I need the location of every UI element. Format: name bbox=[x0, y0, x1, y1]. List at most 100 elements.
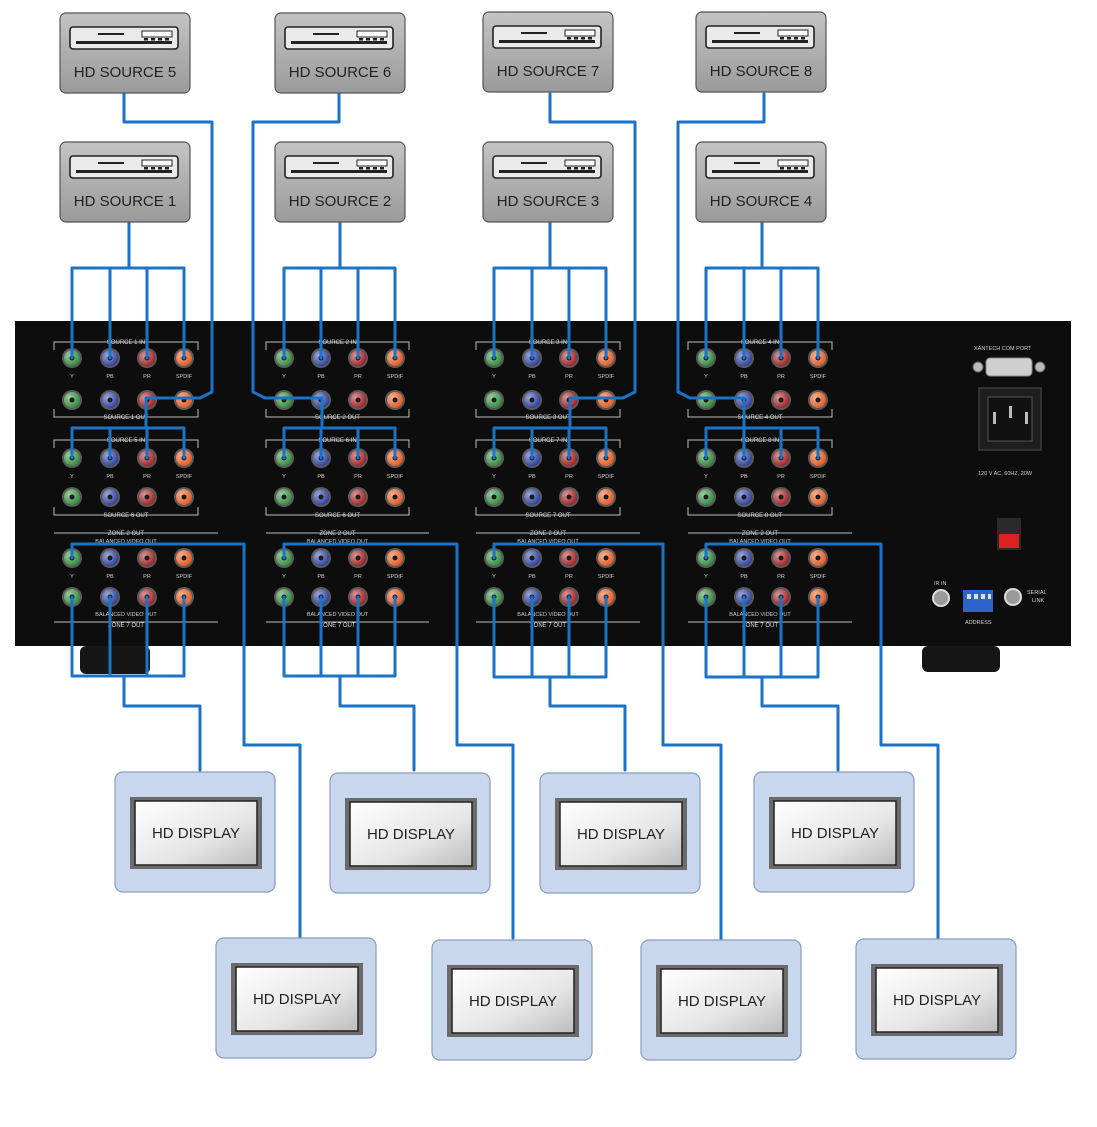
panel-bracket bbox=[687, 341, 833, 350]
zone-b-sublabel: BALANCED VIDEO OUT bbox=[307, 612, 369, 618]
panel-bracket bbox=[265, 341, 410, 350]
jack-label: Y bbox=[70, 474, 74, 480]
source-label: HD SOURCE 5 bbox=[74, 64, 177, 81]
rca-jack[interactable] bbox=[311, 487, 331, 507]
rca-jack[interactable] bbox=[734, 487, 754, 507]
rca-jack[interactable] bbox=[808, 390, 828, 410]
cable bbox=[492, 426, 608, 460]
panel-bracket bbox=[53, 409, 199, 418]
rca-jack[interactable] bbox=[174, 548, 194, 568]
rca-jack[interactable] bbox=[559, 487, 579, 507]
cable bbox=[548, 92, 637, 430]
jack-label: PR bbox=[143, 374, 151, 380]
rca-jack[interactable] bbox=[771, 390, 791, 410]
address-label: ADDRESS bbox=[965, 620, 992, 626]
jack-label: Y bbox=[704, 474, 708, 480]
receiver-device-icon bbox=[705, 25, 815, 49]
panel-bracket bbox=[687, 409, 833, 418]
panel-section-label: SOURCE 7 OUT bbox=[525, 513, 570, 519]
rca-jack[interactable] bbox=[137, 487, 157, 507]
rca-jack[interactable] bbox=[348, 487, 368, 507]
rca-jack[interactable] bbox=[484, 390, 504, 410]
rca-jack[interactable] bbox=[484, 448, 504, 468]
source-label: HD SOURCE 6 bbox=[289, 64, 392, 81]
serial-link-jack[interactable] bbox=[1004, 588, 1022, 606]
source-label: HD SOURCE 4 bbox=[710, 193, 813, 210]
panel-section-label: SOURCE 3 IN bbox=[529, 340, 567, 346]
panel-bracket bbox=[475, 341, 621, 350]
source-label: HD SOURCE 2 bbox=[289, 193, 392, 210]
rca-jack[interactable] bbox=[274, 390, 294, 410]
rca-jack[interactable] bbox=[385, 487, 405, 507]
rca-jack[interactable] bbox=[522, 548, 542, 568]
rca-jack[interactable] bbox=[274, 487, 294, 507]
rca-jack[interactable] bbox=[522, 487, 542, 507]
rca-jack[interactable] bbox=[808, 548, 828, 568]
address-dip-switch[interactable] bbox=[963, 590, 993, 612]
panel-section-label: SOURCE 4 OUT bbox=[737, 415, 782, 421]
rca-jack[interactable] bbox=[100, 548, 120, 568]
rca-jack[interactable] bbox=[696, 390, 716, 410]
receiver-device-icon bbox=[284, 26, 394, 50]
rca-jack[interactable] bbox=[174, 487, 194, 507]
jack-label: Y bbox=[282, 474, 286, 480]
hd-source-box: HD SOURCE 1 bbox=[59, 141, 191, 223]
rca-jack[interactable] bbox=[137, 548, 157, 568]
rca-jack[interactable] bbox=[596, 548, 616, 568]
rca-jack[interactable] bbox=[696, 487, 716, 507]
ir-in-label: IR IN bbox=[934, 581, 947, 587]
jack-label: SPDIF bbox=[387, 474, 404, 480]
rca-jack[interactable] bbox=[808, 487, 828, 507]
jack-label: PB bbox=[740, 474, 748, 480]
panel-section-label: SOURCE 6 IN bbox=[318, 438, 356, 444]
jack-label: PR bbox=[565, 474, 573, 480]
rca-jack[interactable] bbox=[596, 390, 616, 410]
panel-section-label: SOURCE 7 IN bbox=[529, 438, 567, 444]
power-inlet[interactable] bbox=[978, 387, 1042, 451]
rca-jack[interactable] bbox=[522, 390, 542, 410]
cable bbox=[282, 426, 397, 460]
rca-jack[interactable] bbox=[100, 487, 120, 507]
display-label: HD DISPLAY bbox=[678, 993, 766, 1010]
jack-label: PB bbox=[528, 474, 536, 480]
com-port[interactable] bbox=[972, 357, 1046, 377]
rca-jack[interactable] bbox=[348, 548, 368, 568]
jack-label: Y bbox=[70, 374, 74, 380]
zone-a-label: ZONE 2 OUT bbox=[530, 531, 566, 537]
rca-jack[interactable] bbox=[62, 487, 82, 507]
jack-label: SPDIF bbox=[598, 574, 615, 580]
rca-jack[interactable] bbox=[100, 390, 120, 410]
jack-label: Y bbox=[704, 574, 708, 580]
panel-section-label: SOURCE 6 OUT bbox=[315, 513, 360, 519]
cable bbox=[704, 266, 820, 360]
power-switch[interactable] bbox=[997, 518, 1021, 550]
rca-jack[interactable] bbox=[174, 390, 194, 410]
rca-jack[interactable] bbox=[385, 390, 405, 410]
receiver-device-icon bbox=[284, 155, 394, 179]
rca-jack[interactable] bbox=[484, 487, 504, 507]
cable bbox=[282, 266, 397, 360]
rca-jack[interactable] bbox=[596, 487, 616, 507]
panel-section-label: SOURCE 4 IN bbox=[741, 340, 779, 346]
rca-jack[interactable] bbox=[311, 548, 331, 568]
display-label: HD DISPLAY bbox=[367, 826, 455, 843]
panel-bracket bbox=[475, 439, 621, 448]
rca-jack[interactable] bbox=[771, 548, 791, 568]
rca-jack[interactable] bbox=[348, 390, 368, 410]
rca-jack[interactable] bbox=[734, 548, 754, 568]
rca-jack[interactable] bbox=[62, 390, 82, 410]
panel-body bbox=[15, 321, 1071, 646]
zone-b-sublabel: BALANCED VIDEO OUT bbox=[517, 612, 579, 618]
ir-in-jack[interactable] bbox=[932, 589, 950, 607]
jack-label: PB bbox=[106, 374, 114, 380]
jack-label: PR bbox=[565, 574, 573, 580]
rca-jack[interactable] bbox=[559, 548, 579, 568]
jack-label: PR bbox=[354, 374, 362, 380]
jack-label: Y bbox=[282, 374, 286, 380]
rca-jack[interactable] bbox=[385, 548, 405, 568]
serial-link-label-2: LINK bbox=[1032, 598, 1045, 604]
cable bbox=[122, 92, 214, 400]
display-label: HD DISPLAY bbox=[577, 826, 665, 843]
rca-jack[interactable] bbox=[771, 487, 791, 507]
